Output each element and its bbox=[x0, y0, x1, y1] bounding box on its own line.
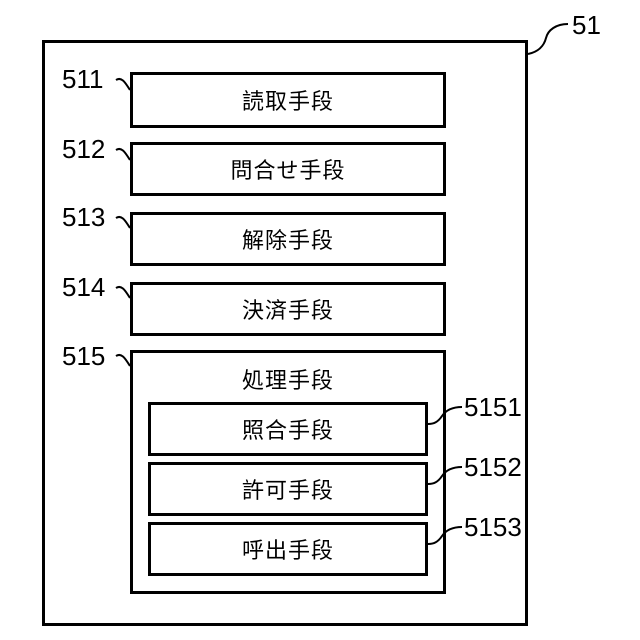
ref-label-515: 515 bbox=[62, 343, 105, 369]
block-inquiry-means: 問合せ手段 bbox=[130, 142, 446, 196]
block-reading-means: 読取手段 bbox=[130, 72, 446, 128]
block-permission-means: 許可手段 bbox=[148, 462, 428, 516]
block-call-means: 呼出手段 bbox=[148, 522, 428, 576]
block-collation-means: 照合手段 bbox=[148, 402, 428, 456]
ref-label-5151: 5151 bbox=[464, 394, 522, 420]
block-settlement-means: 決済手段 bbox=[130, 282, 446, 336]
block-release-means: 解除手段 bbox=[130, 212, 446, 266]
ref-label-51: 51 bbox=[572, 12, 601, 38]
block-label: 問合せ手段 bbox=[230, 153, 345, 185]
leader-line-51 bbox=[528, 24, 568, 54]
block-label: 許可手段 bbox=[242, 473, 334, 505]
block-label: 決済手段 bbox=[242, 293, 334, 325]
ref-label-5152: 5152 bbox=[464, 454, 522, 480]
block-label: 読取手段 bbox=[242, 84, 334, 116]
ref-label-513: 513 bbox=[62, 204, 105, 230]
ref-label-5153: 5153 bbox=[464, 514, 522, 540]
ref-label-514: 514 bbox=[62, 274, 105, 300]
block-label: 呼出手段 bbox=[242, 533, 334, 565]
block-label: 解除手段 bbox=[242, 223, 334, 255]
group-title: 処理手段 bbox=[133, 363, 443, 395]
block-label: 照合手段 bbox=[242, 413, 334, 445]
ref-label-512: 512 bbox=[62, 136, 105, 162]
ref-label-511: 511 bbox=[62, 66, 103, 92]
